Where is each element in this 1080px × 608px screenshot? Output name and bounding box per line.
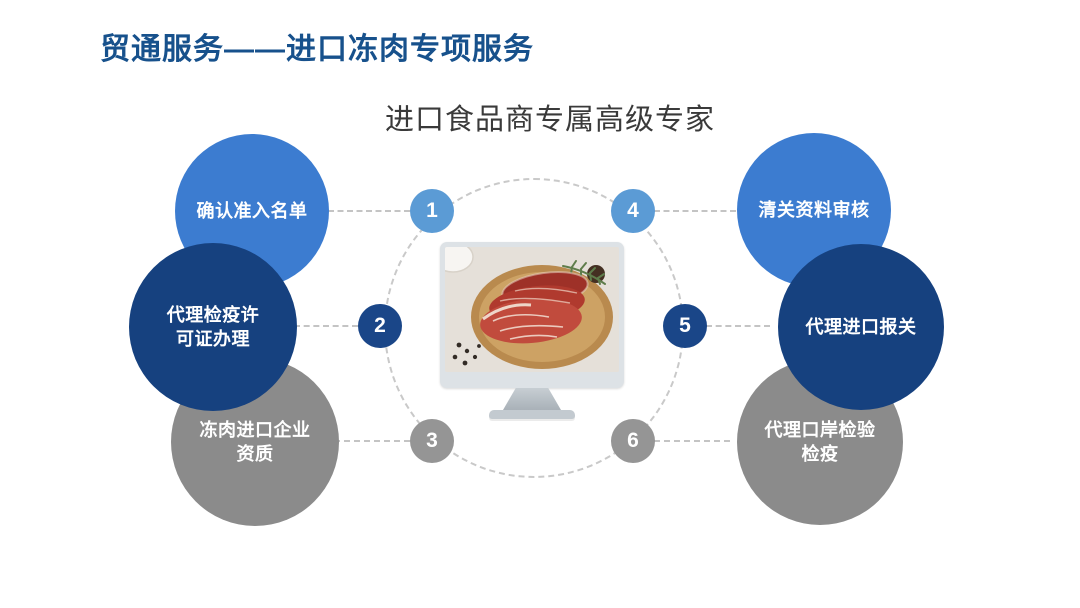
step-number-5: 5 xyxy=(679,314,691,337)
step-label-2: 代理检疫许 可证办理 xyxy=(166,304,260,349)
step-label-3: 冻肉进口企业 资质 xyxy=(199,419,311,464)
connector-dash-5 xyxy=(706,325,770,327)
monitor-illustration xyxy=(440,242,624,419)
meat-photo-illustration xyxy=(445,247,619,372)
slide-subtitle: 进口食品商专属高级专家 xyxy=(384,104,716,136)
step-circle-5: 代理进口报关 xyxy=(778,244,944,410)
step-number-6: 6 xyxy=(627,429,639,452)
step-label-6: 代理口岸检验 检疫 xyxy=(764,419,876,464)
connector-dash-4 xyxy=(654,210,736,212)
connector-dash-6 xyxy=(654,440,730,442)
step-badge-2: 2 xyxy=(358,304,402,348)
step-number-1: 1 xyxy=(426,199,438,222)
step-badge-5: 5 xyxy=(663,304,707,348)
step-badge-1: 1 xyxy=(410,189,454,233)
connector-dash-1 xyxy=(328,210,410,212)
step-badge-4: 4 xyxy=(611,189,655,233)
connector-dash-2 xyxy=(294,325,358,327)
step-number-2: 2 xyxy=(374,314,386,337)
step-number-3: 3 xyxy=(426,429,438,452)
step-label-4: 清关资料审核 xyxy=(758,199,870,220)
step-number-4: 4 xyxy=(627,199,639,222)
step-circle-2: 代理检疫许 可证办理 xyxy=(129,243,297,411)
step-badge-3: 3 xyxy=(410,419,454,463)
step-badge-6: 6 xyxy=(611,419,655,463)
monitor-base xyxy=(489,410,575,419)
step-label-5: 代理进口报关 xyxy=(805,316,917,337)
step-label-1: 确认准入名单 xyxy=(196,200,308,221)
connector-dash-3 xyxy=(334,440,410,442)
monitor-screen xyxy=(440,242,624,388)
page-title: 贸通服务——进口冻肉专项服务 xyxy=(100,33,534,66)
monitor-stand xyxy=(503,388,561,410)
